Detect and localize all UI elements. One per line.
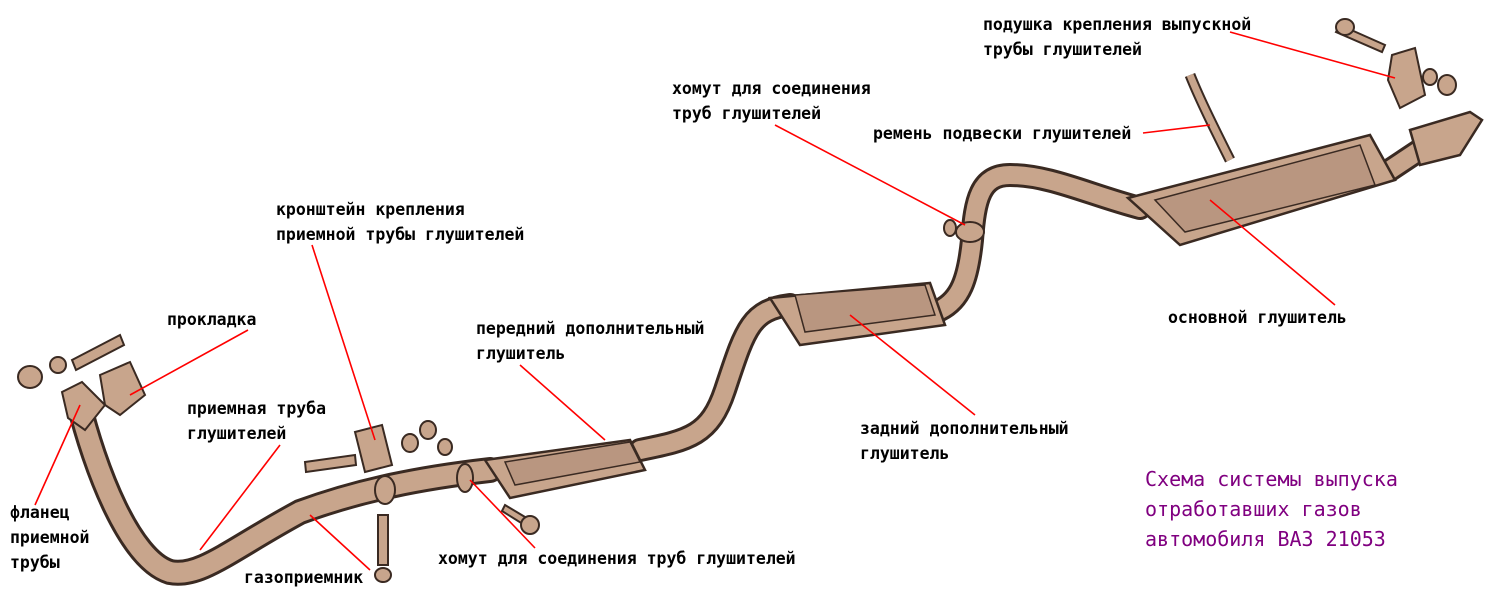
label-line: приемной bbox=[10, 528, 90, 547]
label-hanger-strap: ремень подвески глушителей bbox=[873, 121, 1131, 146]
label-main-muffler: основной глушитель bbox=[1168, 305, 1347, 330]
label-exhaust-cushion: подушка крепления выпускной трубы глушите… bbox=[983, 12, 1251, 62]
label-line: подушка крепления выпускной bbox=[983, 15, 1252, 34]
label-line: газоприемник bbox=[244, 568, 364, 587]
label-line: кронштейн крепления bbox=[276, 200, 465, 219]
label-line: прокладка bbox=[167, 310, 257, 329]
label-line: основной глушитель bbox=[1168, 308, 1347, 327]
title-line: автомобиля ВАЗ 21053 bbox=[1145, 527, 1386, 551]
label-clamp-lower: хомут для соединения труб глушителей bbox=[438, 546, 796, 571]
label-bracket: кронштейн крепления приемной трубы глушит… bbox=[276, 197, 524, 247]
leader-lines bbox=[34, 31, 1396, 571]
main-muffler-shape bbox=[1125, 72, 1484, 247]
label-intake-pipe: приемная труба глушителей bbox=[187, 396, 326, 446]
label-line: хомут для соединения труб глушителей bbox=[438, 549, 796, 568]
title-line: Схема системы выпуска bbox=[1145, 467, 1398, 491]
label-line: задний дополнительный bbox=[860, 419, 1069, 438]
label-line: приемной трубы глушителей bbox=[276, 225, 525, 244]
label-gas-receiver: газоприемник bbox=[244, 565, 363, 590]
rear-aux-muffler-shape bbox=[767, 281, 947, 347]
front-aux-muffler-shape bbox=[482, 438, 647, 500]
label-line: глушитель bbox=[476, 344, 566, 363]
label-front-aux-muffler: передний дополнительный глушитель bbox=[476, 316, 704, 366]
label-rear-aux-muffler: задний дополнительный глушитель bbox=[860, 416, 1069, 466]
label-line: труб глушителей bbox=[672, 104, 822, 123]
title-line: отработавших газов bbox=[1145, 497, 1362, 521]
diagram-title: Схема системы выпуска отработавших газов… bbox=[1145, 464, 1398, 554]
label-flange: фланец приемной трубы bbox=[10, 500, 89, 575]
label-line: глушителей bbox=[187, 424, 287, 443]
hardware-parts bbox=[17, 18, 1457, 583]
label-line: приемная труба bbox=[187, 399, 327, 418]
label-gasket: прокладка bbox=[167, 307, 256, 332]
label-line: ремень подвески глушителей bbox=[873, 124, 1132, 143]
label-clamp-upper: хомут для соединения труб глушителей bbox=[672, 76, 871, 126]
label-line: передний дополнительный bbox=[476, 319, 705, 338]
label-line: трубы bbox=[10, 553, 60, 572]
label-line: трубы глушителей bbox=[983, 40, 1142, 59]
label-line: глушитель bbox=[860, 444, 950, 463]
label-line: хомут для соединения bbox=[672, 79, 871, 98]
label-line: фланец bbox=[10, 503, 70, 522]
